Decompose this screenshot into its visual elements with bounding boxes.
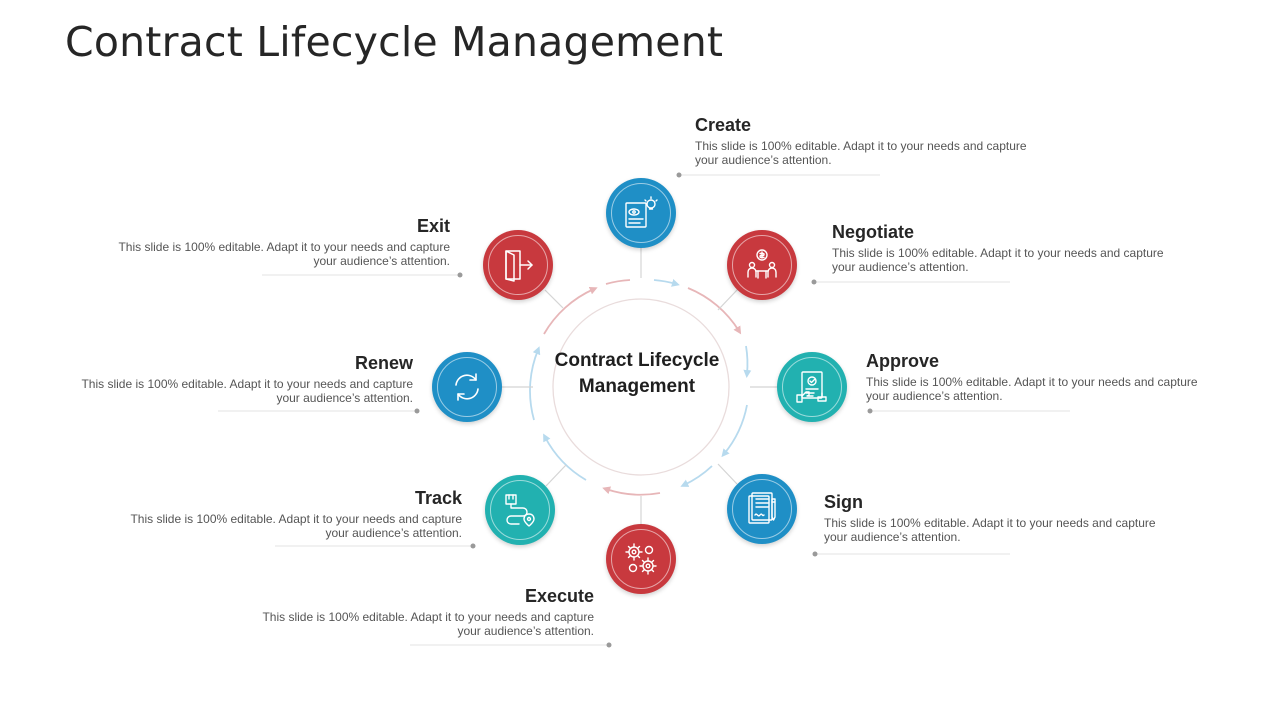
ring-arc [680,465,713,487]
negotiation-meeting-icon [747,249,777,279]
desc-dot [470,543,476,549]
desc-dot [867,408,873,414]
center-circle [552,298,730,476]
ring-arc [529,346,541,421]
stage-renew: Renew This slide is 100% editable. Adapt… [53,352,413,405]
stage-title: Negotiate [832,222,915,242]
sign-document-pen-icon [748,492,776,524]
spoke [545,464,567,487]
exit-node [483,230,553,300]
stage-approve: Approve This slide is 100% editable. Ada… [866,350,1226,403]
stage-desc: This slide is 100% editable. Adapt it to… [824,516,1156,544]
stage-create: Create This slide is 100% editable. Adap… [695,114,1055,167]
desc-dot [811,279,817,285]
page-title: Contract Lifecycle Management [65,18,724,66]
track-node [485,475,555,545]
renew-node [432,352,502,422]
ring-arc [743,345,752,378]
ring-arc [687,287,742,335]
gears-icon [625,543,657,575]
stage-title: Create [695,115,752,135]
stage-title: Renew [354,353,413,373]
negotiate-node [727,230,797,300]
ring-arc [653,279,680,287]
stage-desc: This slide is 100% editable. Adapt it to… [130,512,462,540]
stage-execute: Execute This slide is 100% editable. Ada… [234,585,594,638]
desc-dot [812,551,818,557]
sign-node [727,474,797,544]
stage-title: Execute [524,586,594,606]
stage-desc: This slide is 100% editable. Adapt it to… [262,610,594,638]
desc-dot [606,642,612,648]
stage-desc: This slide is 100% editable. Adapt it to… [832,246,1164,274]
approve-node [777,352,847,422]
stage-desc: This slide is 100% editable. Adapt it to… [695,139,1027,167]
ring-arc [543,433,587,481]
spoke [544,289,564,309]
track-route-icon [505,494,535,527]
stage-desc: This slide is 100% editable. Adapt it to… [118,240,450,268]
desc-dot [676,172,682,178]
create-node [606,178,676,248]
stage-title: Track [414,488,462,508]
ring-arc [543,286,598,335]
desc-dot [414,408,420,414]
stage-title: Approve [866,351,940,371]
execute-node [606,524,676,594]
stage-desc: This slide is 100% editable. Adapt it to… [866,375,1198,403]
stage-sign: Sign This slide is 100% editable. Adapt … [824,491,1184,544]
desc-dot [457,272,463,278]
approved-document-icon [796,371,827,403]
document-eye-lightbulb-icon [625,196,658,228]
stage-exit: Exit This slide is 100% editable. Adapt … [90,215,450,268]
stage-title: Sign [824,492,863,512]
spoke [717,288,739,311]
ring-arc [721,404,748,458]
stage-negotiate: Negotiate This slide is 100% editable. A… [832,221,1192,274]
refresh-cycle-icon [455,373,479,401]
exit-door-icon [505,250,533,282]
stage-title: Exit [416,216,450,236]
ring-arc [605,279,631,285]
stage-desc: This slide is 100% editable. Adapt it to… [81,377,413,405]
spoke [717,463,738,485]
center-label: Contract Lifecycle Management [554,350,720,397]
ring-arc [602,486,661,496]
stage-track: Track This slide is 100% editable. Adapt… [102,487,462,540]
